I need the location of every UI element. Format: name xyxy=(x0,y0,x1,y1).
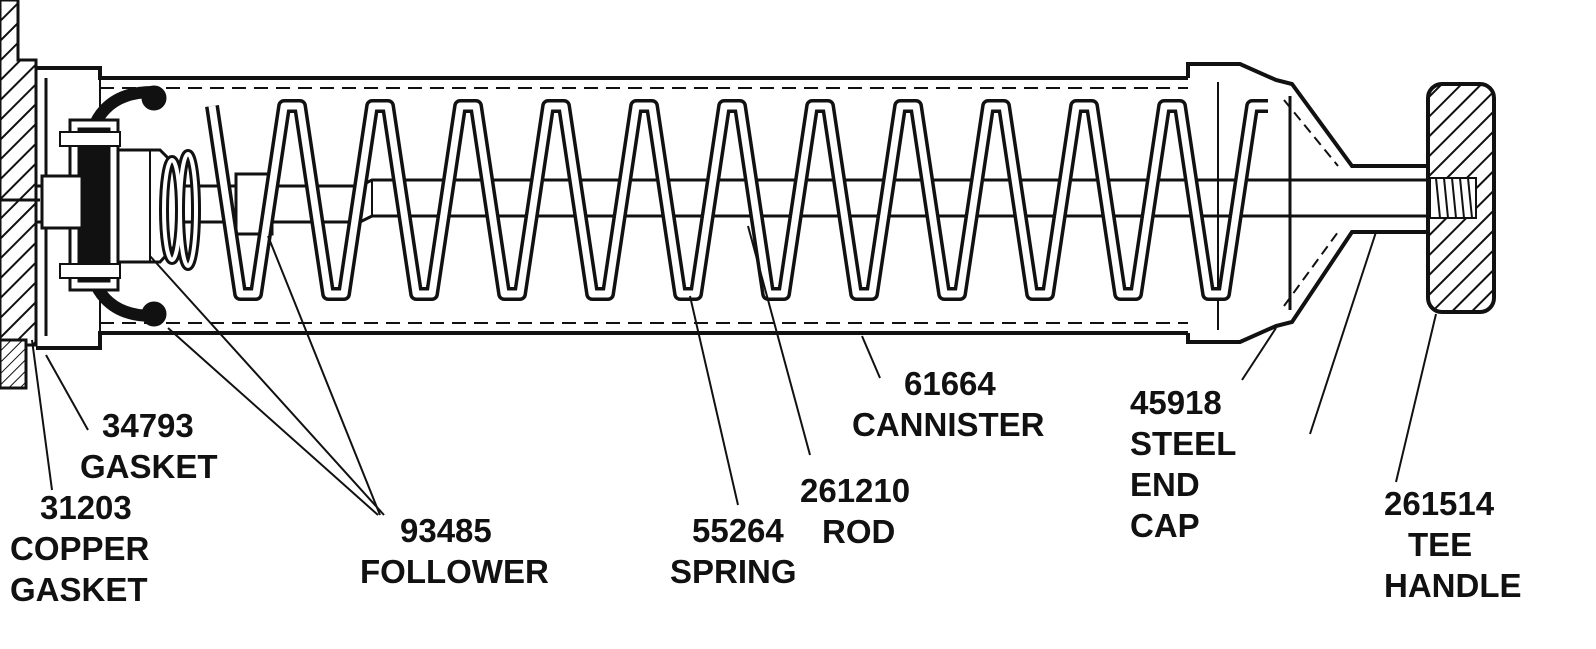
callout-spring: 55264 SPRING xyxy=(670,510,797,592)
spring-part-number: 55264 xyxy=(692,512,784,549)
callout-rod: 261210 ROD xyxy=(800,470,910,552)
tee-handle xyxy=(1426,82,1496,314)
tee-handle-name-line2: HANDLE xyxy=(1384,567,1522,604)
cannister-name: CANNISTER xyxy=(852,406,1045,443)
steel-end-cap xyxy=(1186,62,1432,344)
end-cap-part-number: 45918 xyxy=(1130,384,1222,421)
leader-lines xyxy=(31,225,1437,516)
copper-gasket-name-line2: GASKET xyxy=(10,571,148,608)
mount-wall xyxy=(0,0,40,390)
cannister-part-number: 61664 xyxy=(904,365,996,402)
callout-tee-handle: 261514 TEE HANDLE xyxy=(1384,483,1522,606)
gasket-part-number: 34793 xyxy=(102,407,194,444)
tee-handle-name-line1: TEE xyxy=(1408,526,1473,563)
end-cap-name-line3: CAP xyxy=(1130,507,1200,544)
cannister-tube xyxy=(36,66,1188,350)
callout-follower: 93485 FOLLOWER xyxy=(360,510,549,592)
spring-name: SPRING xyxy=(670,553,797,590)
follower xyxy=(40,85,274,327)
follower-name: FOLLOWER xyxy=(360,553,549,590)
follower-part-number: 93485 xyxy=(400,512,492,549)
callout-copper-gasket: 31203 COPPER GASKET xyxy=(10,487,149,610)
rod-name: ROD xyxy=(822,513,896,550)
tee-handle-part-number: 261514 xyxy=(1384,485,1495,522)
gasket-name: GASKET xyxy=(80,448,218,485)
end-cap-name-line1: STEEL xyxy=(1130,425,1237,462)
copper-gasket-name-line1: COPPER xyxy=(10,530,150,567)
end-cap-name-line2: END xyxy=(1130,466,1200,503)
callout-cannister: 61664 CANNISTER xyxy=(852,363,1045,445)
rod-part-number: 261210 xyxy=(800,472,911,509)
spring xyxy=(159,99,1268,301)
copper-gasket-part-number: 31203 xyxy=(40,489,132,526)
callout-gasket: 34793 GASKET xyxy=(80,405,218,487)
callout-steel-end-cap: 45918 STEEL END CAP xyxy=(1130,382,1236,546)
